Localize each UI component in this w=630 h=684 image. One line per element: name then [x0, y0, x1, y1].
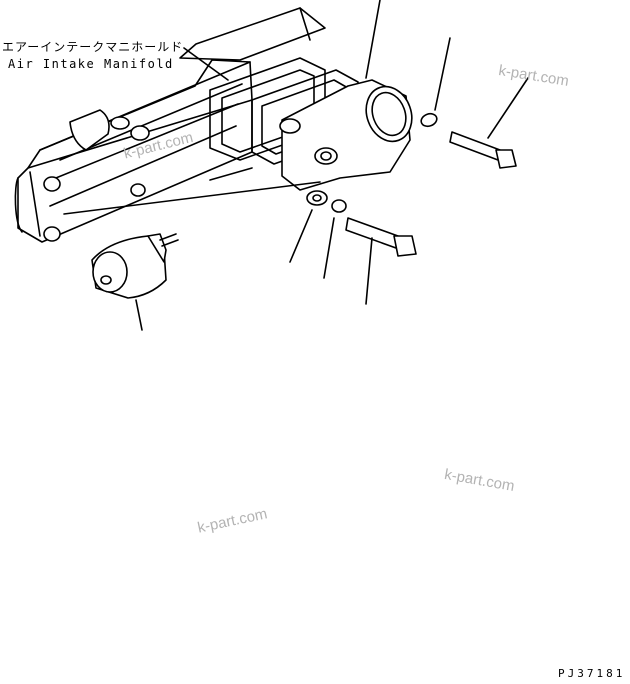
washer — [306, 190, 328, 206]
bolt-upper — [449, 131, 517, 169]
part-name-japanese: エアーインテークマニホールド — [2, 40, 184, 54]
leader-lines — [63, 0, 529, 331]
air-intake-manifold — [14, 7, 326, 243]
intake-connector — [279, 79, 413, 191]
bolt-lower — [345, 217, 417, 257]
seal-ring — [420, 112, 438, 128]
drawing-code: PJ37181 — [558, 667, 626, 680]
spring-washer — [331, 199, 347, 213]
part-name-english: Air Intake Manifold — [8, 57, 174, 71]
sensor — [91, 233, 179, 299]
